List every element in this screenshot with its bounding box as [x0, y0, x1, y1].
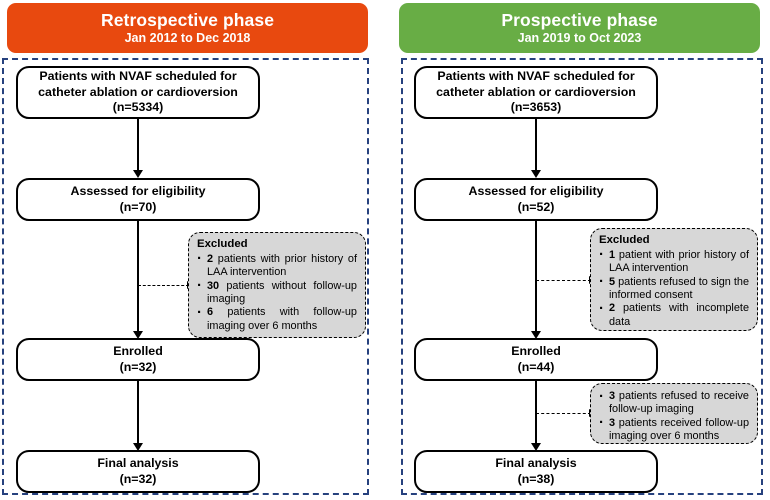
excluded-list-item: 5 patients refused to sign the informed … [598, 273, 749, 302]
flow-box-final-analysis: Final analysis (n=32) [16, 450, 260, 493]
excluded-box-1: Excluded 1 patient with prior history of… [590, 228, 758, 331]
flow-box-screened: Patients with NVAF scheduled for cathete… [16, 66, 260, 119]
flow-box-line: Assessed for eligibility [468, 184, 604, 198]
excluded-item-count: 30 [207, 279, 220, 292]
flow-box-final-analysis: Final analysis (n=38) [414, 450, 658, 493]
arrowhead-down [531, 443, 541, 451]
flow-box-line: (n=38) [517, 471, 555, 486]
flow-box-enrolled: Enrolled (n=44) [414, 338, 658, 381]
excluded-item-count: 2 [207, 252, 214, 265]
excluded-item-count: 6 [207, 306, 214, 319]
excluded-list-item: 2 patients with incomplete data [598, 300, 749, 328]
flow-box-line: Assessed for eligibility [70, 184, 206, 198]
connector-screened-to-eligibility [535, 119, 537, 173]
excluded-item-text: patients without follow-up imaging [207, 279, 357, 305]
excluded-item-text: patients with follow-up imaging over 6 m… [207, 306, 357, 332]
flow-box-screened: Patients with NVAF scheduled for cathete… [414, 66, 658, 119]
arrowhead-down [531, 331, 541, 339]
flow-box-line: (n=3653) [510, 100, 562, 115]
flow-box-line: Patients with NVAF scheduled for [437, 69, 635, 84]
connector-enrolled-to-excluded [536, 413, 591, 414]
excluded-list-item: 3 patients refused to receive follow-up … [598, 387, 749, 416]
arrowhead-down [531, 170, 541, 178]
panel-prospective: Prospective phase Jan 2019 to Oct 2023 P… [392, 0, 767, 500]
excluded-list-item: 3 patients received follow-up imaging ov… [598, 414, 749, 443]
flow-box-line: (n=44) [517, 359, 555, 374]
excluded-item-count: 3 [609, 390, 616, 402]
connector-eligibility-to-enrolled [535, 221, 537, 335]
excluded-list: 1 patient with prior history of LAA inte… [598, 246, 749, 329]
arrowhead-down [133, 331, 143, 339]
excluded-list-item: 6 patients with follow-up imaging over 6… [196, 304, 357, 332]
phase-header-prospective: Prospective phase Jan 2019 to Oct 2023 [399, 3, 760, 53]
excluded-list: 3 patients refused to receive follow-up … [598, 387, 749, 443]
phase-title: Prospective phase [501, 9, 658, 30]
connector-eligibility-to-excluded [536, 280, 591, 281]
flow-box-line: catheter ablation or cardioversion [436, 84, 636, 99]
phase-header-retrospective: Retrospective phase Jan 2012 to Dec 2018 [7, 3, 368, 53]
excluded-item-text: patients received follow-up imaging over… [609, 416, 749, 443]
excluded-item-text: patients refused to receive follow-up im… [609, 390, 749, 416]
flow-box-eligibility: Assessed for eligibility (n=52) [414, 178, 658, 221]
phase-frame-retrospective [2, 58, 369, 495]
flow-box-line: (n=70) [119, 199, 157, 214]
phase-title: Retrospective phase [100, 9, 275, 30]
excluded-list-item: 30 patients without follow-up imaging [196, 277, 357, 306]
excluded-item-count: 3 [609, 416, 616, 429]
excluded-item-count: 2 [609, 302, 616, 315]
flow-box-line: Final analysis [495, 456, 577, 470]
excluded-item-text: patients refused to sign the informed co… [609, 275, 749, 301]
excluded-title: Excluded [599, 234, 650, 246]
excluded-list-item: 1 patient with prior history of LAA inte… [598, 246, 749, 275]
arrowhead-down [133, 170, 143, 178]
phase-dates: Jan 2019 to Oct 2023 [517, 31, 642, 46]
flow-box-line: Enrolled [511, 344, 561, 358]
excluded-item-text: patient with prior history of LAA interv… [609, 248, 749, 274]
panel-retrospective: Retrospective phase Jan 2012 to Dec 2018… [0, 0, 375, 500]
excluded-list-item: 2 patients with prior history of LAA int… [196, 250, 358, 279]
flow-box-line: catheter ablation or cardioversion [38, 84, 238, 99]
phase-frame-prospective [401, 58, 763, 495]
excluded-item-text: patients with incomplete data [609, 302, 749, 328]
phase-dates: Jan 2012 to Dec 2018 [124, 31, 251, 46]
flow-box-line: Final analysis [97, 456, 179, 470]
connector-eligibility-to-excluded [138, 285, 189, 286]
connector-screened-to-eligibility [137, 119, 139, 173]
excluded-list: 2 patients with prior history of LAA int… [196, 250, 358, 333]
connector-enrolled-to-final [137, 381, 139, 446]
flow-box-enrolled: Enrolled (n=32) [16, 338, 260, 381]
excluded-item-count: 1 [609, 248, 616, 261]
connector-eligibility-to-enrolled [137, 221, 139, 335]
flow-box-line: Patients with NVAF scheduled for [39, 69, 237, 84]
flow-box-eligibility: Assessed for eligibility (n=70) [16, 178, 260, 221]
excluded-item-text: patients with prior history of LAA inter… [207, 252, 358, 278]
excluded-title: Excluded [197, 238, 248, 250]
excluded-box-1: Excluded 2 patients with prior history o… [188, 232, 366, 338]
flow-box-line: (n=32) [119, 359, 157, 374]
excluded-box-2: 3 patients refused to receive follow-up … [590, 383, 758, 444]
flow-box-line: (n=5334) [112, 100, 164, 115]
flow-box-line: (n=52) [517, 199, 555, 214]
arrowhead-down [133, 443, 143, 451]
excluded-item-count: 5 [609, 275, 616, 288]
flow-box-line: Enrolled [113, 344, 163, 358]
flow-box-line: (n=32) [119, 471, 157, 486]
